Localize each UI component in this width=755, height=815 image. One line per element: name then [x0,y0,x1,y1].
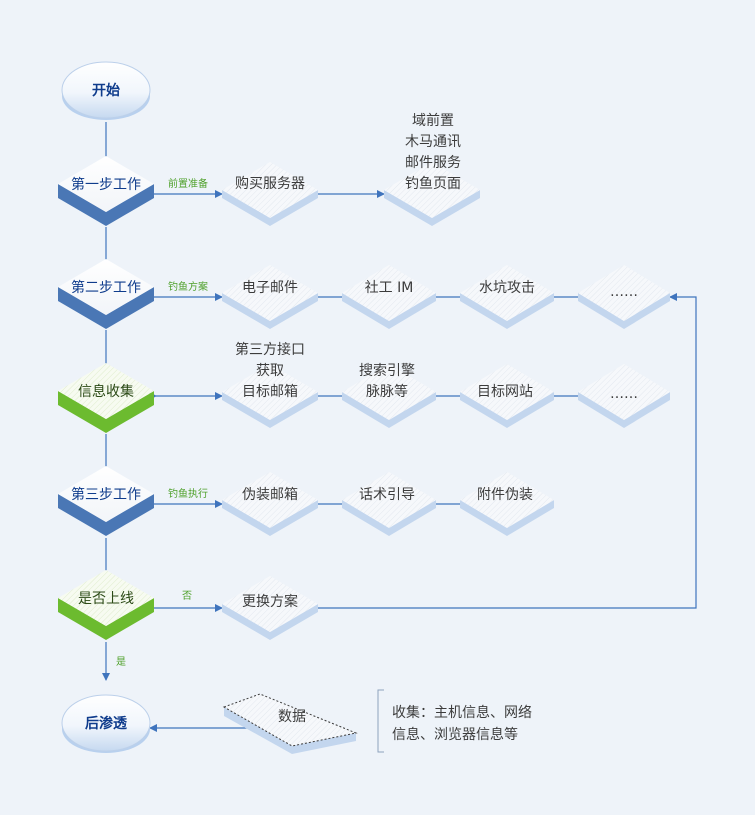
node-change-plan-label: 更换方案 [242,593,298,610]
node-script: 话术引导 [342,472,436,536]
node-script-label: 话术引导 [359,487,415,503]
note-line-2: 信息、浏览器信息等 [392,726,518,743]
start-label: 开始 [92,82,120,99]
node-search: 搜索引擎 脉脉等 [342,362,436,428]
node-target-site: 目标网站 [460,364,554,428]
note-line-1: 收集：主机信息、网络 [392,704,532,721]
edge-label-exec: 钓鱼执行 [168,487,208,500]
end-node: 后渗透 [61,694,151,753]
connectors [102,122,697,753]
node-watering-hole-label: 水坑攻击 [479,280,535,296]
step-1-label: 第一步工作 [71,176,141,193]
note-collect: 收集：主机信息、网络 信息、浏览器信息等 [392,704,532,743]
node-more-2: …… [578,364,670,428]
step-2-label: 第二步工作 [71,279,141,296]
node-third-party: 第三方接口 获取 目标邮箱 [222,341,318,428]
step-4-node: 第三步工作 [58,466,154,536]
node-social-im-label: 社工 IM [365,280,414,296]
node-search-line-2: 脉脉等 [366,383,408,400]
node-forge-email: 伪装邮箱 [222,472,318,536]
node-email: 电子邮件 [222,265,318,329]
prep-item-1: 域前置 [412,112,454,129]
node-forge-email-label: 伪装邮箱 [242,487,298,503]
node-third-party-line-3: 目标邮箱 [242,384,298,400]
node-third-party-line-2: 获取 [256,363,284,379]
node-social-im: 社工 IM [342,265,436,329]
node-change-plan: 更换方案 [222,576,318,640]
prep-item-2: 木马通讯 [405,134,461,150]
edge-label-plan: 钓鱼方案 [168,280,208,293]
node-watering-hole: 水坑攻击 [460,265,554,329]
node-email-label: 电子邮件 [242,280,298,296]
edge-label-yes: 是 [116,656,126,668]
edge-label-prep: 前置准备 [168,177,208,190]
node-buy-server: 购买服务器 [222,162,318,226]
step-3-node: 信息收集 [58,363,154,433]
node-attachment: 附件伪装 [460,472,554,536]
start-node: 开始 [61,61,151,120]
step-3-label: 信息收集 [78,383,134,400]
connector-change-loop [318,293,697,609]
node-more-2-label: …… [610,386,638,402]
edge-label-no: 否 [182,590,192,602]
node-third-party-line-1: 第三方接口 [235,341,305,358]
node-buy-server-label: 购买服务器 [235,176,305,192]
node-prep-list: 域前置 木马通讯 邮件服务 钓鱼页面 [384,112,480,226]
node-data-label: 数据 [278,709,306,725]
step-1-node: 第一步工作 [58,156,154,226]
step-5-label: 是否上线 [78,591,134,607]
node-target-site-label: 目标网站 [477,384,533,400]
node-data: 数据 [222,693,358,754]
step-5-node: 是否上线 [58,570,154,640]
end-label: 后渗透 [85,715,128,732]
step-2-node: 第二步工作 [58,259,154,329]
prep-item-3: 邮件服务 [405,155,461,171]
note-bracket [377,689,384,753]
step-4-label: 第三步工作 [71,486,141,503]
prep-item-4: 钓鱼页面 [405,175,461,192]
node-attachment-label: 附件伪装 [477,487,533,503]
node-more-1: …… [578,265,670,329]
node-search-line-1: 搜索引擎 [359,362,415,379]
node-more-1-label: …… [610,284,638,300]
